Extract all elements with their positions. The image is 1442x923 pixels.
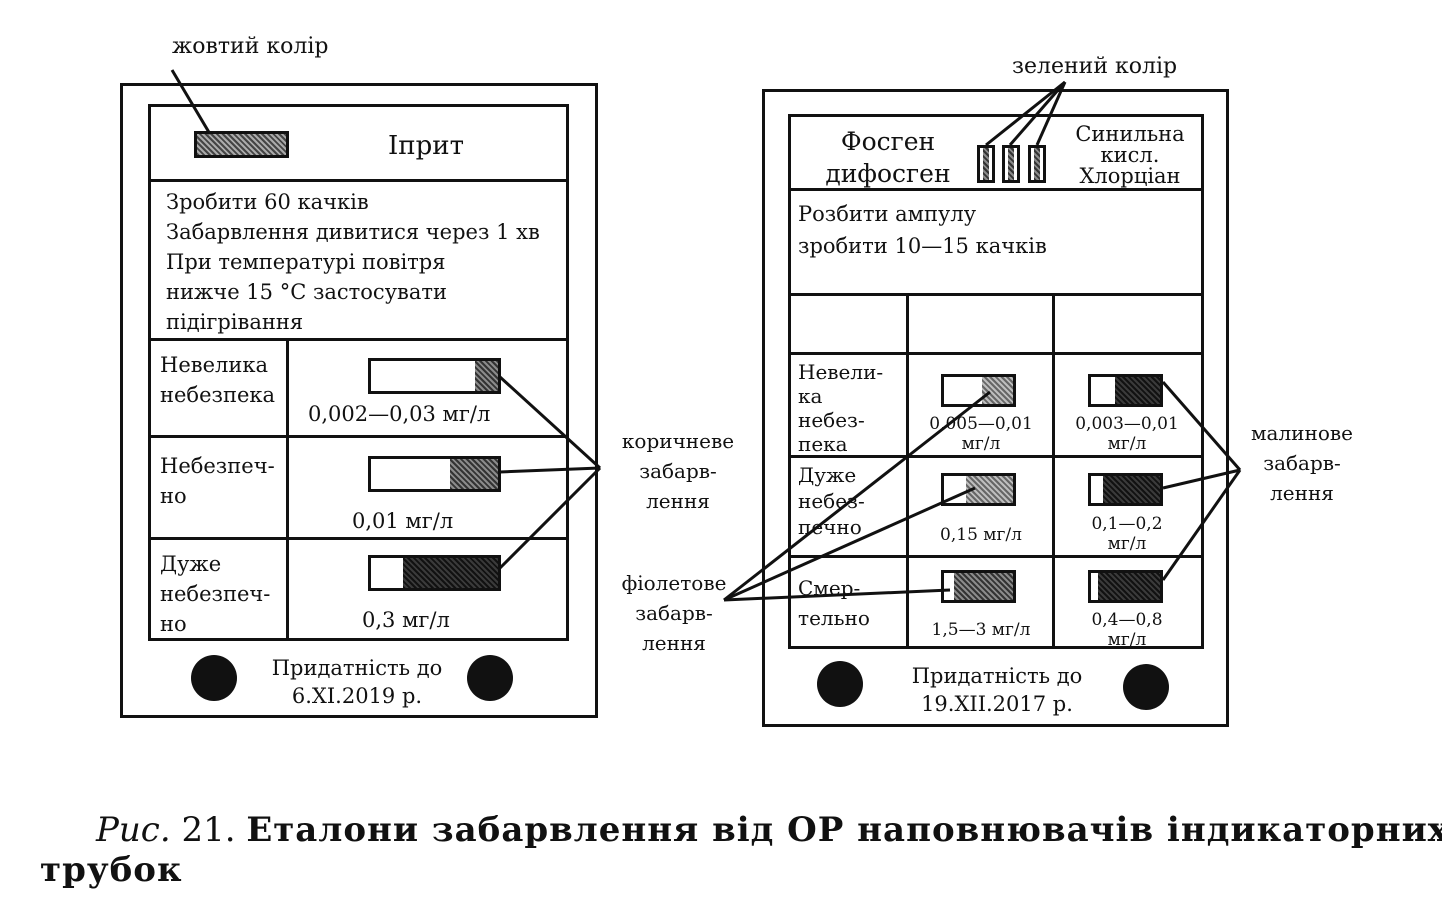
divider bbox=[788, 188, 1204, 191]
green-ampoule-sample bbox=[977, 145, 995, 183]
black-dot bbox=[191, 655, 237, 701]
leader-line bbox=[1035, 81, 1067, 146]
right-card-table bbox=[788, 114, 1204, 649]
danger-level-label: Небезпеч- но bbox=[160, 454, 275, 508]
color-scale-bar bbox=[1088, 570, 1163, 603]
danger-level-label: Невели- ка небез- пека bbox=[798, 360, 884, 456]
instruction-line: нижче 15 °С застосувати bbox=[166, 280, 448, 304]
divider bbox=[788, 293, 1204, 296]
brown-color-callout: коричневе забарв- лення bbox=[621, 429, 735, 513]
color-scale-bar bbox=[368, 456, 501, 492]
color-scale-bar bbox=[368, 358, 501, 394]
figure-caption: Рис. 21. Еталони забарвлення від ОР напо… bbox=[96, 813, 1442, 847]
right-instructions: Розбити ампулу зробити 10—15 качків bbox=[798, 198, 1047, 262]
color-scale-bar bbox=[941, 570, 1016, 603]
leader-line bbox=[1008, 81, 1067, 146]
left-instructions: Зробити 60 качків Забарвлення дивитися ч… bbox=[166, 187, 540, 337]
concentration-value: 0,1—0,2 мг/л bbox=[1091, 514, 1163, 554]
concentration-value: 0,4—0,8 мг/л bbox=[1091, 610, 1163, 650]
leader-line bbox=[723, 486, 976, 602]
iprit-title: Іприт bbox=[388, 131, 464, 161]
leader-line bbox=[170, 69, 212, 135]
divider bbox=[148, 338, 569, 341]
leader-line bbox=[985, 80, 1066, 147]
color-scale-bar bbox=[1088, 374, 1163, 407]
left-card-table bbox=[148, 104, 569, 641]
leader-line bbox=[498, 466, 602, 570]
caption-number: 21. bbox=[181, 810, 236, 850]
left-indicator-card bbox=[120, 83, 598, 718]
leader-line bbox=[723, 588, 951, 602]
leader-line bbox=[1161, 381, 1242, 471]
instruction-line: При температурі повітря bbox=[166, 250, 446, 274]
right-indicator-card bbox=[762, 89, 1229, 727]
danger-level-label: Дуже небезпеч- но bbox=[160, 552, 271, 636]
divider bbox=[148, 435, 569, 438]
danger-level-label: Невелика небезпека bbox=[160, 353, 276, 407]
green-color-label: зелений колір bbox=[1012, 54, 1178, 79]
leader-line bbox=[1162, 468, 1241, 490]
instruction-line: Забарвлення дивитися через 1 хв bbox=[166, 220, 540, 244]
concentration-value: 0,15 мг/л bbox=[940, 525, 1022, 545]
instruction-line: підігрівання bbox=[166, 310, 304, 334]
caption-prefix: Рис. bbox=[96, 810, 171, 850]
concentration-value: 1,5—3 мг/л bbox=[931, 620, 1031, 640]
concentration-value: 0,3 мг/л bbox=[362, 608, 450, 632]
divider bbox=[788, 555, 1204, 558]
phosgene-title: Фосген дифосген bbox=[825, 127, 951, 188]
instruction-line: Зробити 60 качків bbox=[166, 190, 369, 214]
instruction-line: Розбити ампулу bbox=[798, 202, 977, 226]
instruction-line: зробити 10—15 качків bbox=[798, 234, 1047, 258]
green-ampoule-sample bbox=[1002, 145, 1020, 183]
leader-line bbox=[723, 390, 991, 602]
hydrocyanic-title: Синильна кисл. Хлорціан bbox=[1075, 122, 1185, 188]
violet-color-callout: фіолетове забарв- лення bbox=[621, 571, 727, 655]
concentration-value: 0,002—0,03 мг/л bbox=[308, 402, 491, 426]
validity-date: Придатність до 19.XII.2017 р. bbox=[911, 664, 1083, 716]
leader-line bbox=[1161, 469, 1242, 581]
color-scale-bar bbox=[1088, 473, 1163, 506]
black-dot bbox=[467, 655, 513, 701]
validity-date: Придатність до 6.XI.2019 р. bbox=[271, 656, 443, 708]
divider bbox=[788, 352, 1204, 355]
concentration-value: 0,01 мг/л bbox=[352, 509, 454, 533]
divider bbox=[1052, 293, 1055, 648]
leader-line bbox=[499, 466, 601, 474]
divider bbox=[148, 537, 569, 540]
yellow-color-label: жовтий колір bbox=[172, 34, 329, 59]
leader-line bbox=[498, 375, 602, 470]
yellow-ampoule-sample bbox=[194, 131, 289, 158]
caption-text-continued: трубок bbox=[40, 850, 183, 890]
divider bbox=[148, 179, 569, 182]
black-dot bbox=[1123, 664, 1169, 710]
caption-text: Еталони забарвлення від ОР наповнювачів … bbox=[246, 810, 1442, 850]
black-dot bbox=[817, 661, 863, 707]
divider bbox=[906, 293, 909, 648]
concentration-value: 0,003—0,01 мг/л bbox=[1075, 414, 1179, 454]
divider bbox=[788, 455, 1204, 458]
crimson-color-callout: малинове забарв- лення bbox=[1251, 421, 1353, 505]
divider bbox=[286, 338, 289, 640]
color-scale-bar bbox=[368, 555, 501, 591]
green-ampoule-sample bbox=[1028, 145, 1046, 183]
